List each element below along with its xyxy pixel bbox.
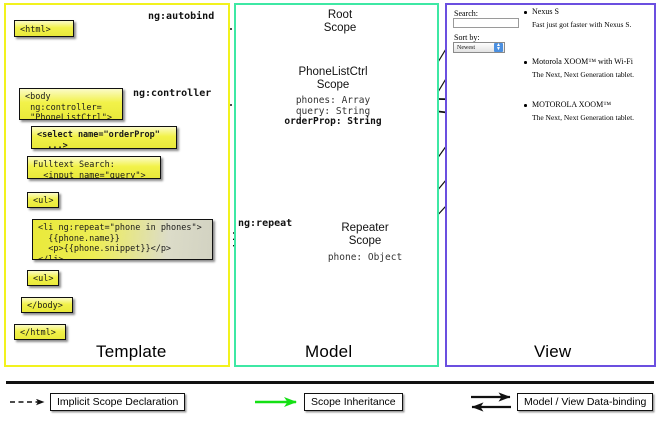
code-box-ul-open: <ul> <box>27 192 59 208</box>
list-item[interactable]: MOTOROLA XOOM™ The Next, Next Generation… <box>523 100 651 122</box>
list-item[interactable]: Nexus S Fast just got faster with Nexus … <box>523 7 651 29</box>
legend-implicit-scope-declaration: Implicit Scope Declaration <box>50 393 186 411</box>
panel-model <box>234 3 439 367</box>
panel-label-model: Model <box>305 342 353 361</box>
search-label: Search: <box>454 9 478 18</box>
legend-double-arrow-glyph <box>471 392 511 412</box>
chevron-updown-icon: ▲▼ <box>494 43 503 52</box>
legend-divider <box>6 381 654 384</box>
phone-name: MOTOROLA XOOM™ <box>523 100 651 109</box>
legend-model-view-data-binding: Model / View Data-binding <box>517 393 654 411</box>
code-box-select: <select name="orderProp" ...> <box>31 126 177 149</box>
panel-view <box>445 3 656 367</box>
code-box-body-open: <body ng:controller= "PhoneListCtrl"> <box>19 88 123 120</box>
view-rendered-output: Search: Sort by: Newest ▲▼ Nexus S Fast … <box>449 7 653 132</box>
code-box-html-open: <html> <box>14 20 74 37</box>
edge-label-repeat: ng:repeat <box>238 218 293 229</box>
edge-label-autobind: ng:autobind <box>148 11 215 22</box>
code-box-html-close: </html> <box>14 324 66 340</box>
phone-snippet: Fast just got faster with Nexus S. <box>532 20 632 29</box>
sort-by-label: Sort by: <box>454 33 480 42</box>
list-item[interactable]: Motorola XOOM™ with Wi-Fi The Next, Next… <box>523 57 651 79</box>
code-box-search: Fulltext Search: <input name="query"> <box>27 156 161 179</box>
phone-name: Nexus S <box>523 7 651 16</box>
sort-by-select[interactable]: Newest ▲▼ <box>453 42 505 53</box>
phone-snippet: The Next, Next Generation tablet. <box>532 113 635 122</box>
phone-name: Motorola XOOM™ with Wi-Fi <box>523 57 651 66</box>
panel-label-view: View <box>534 342 572 361</box>
code-box-ul-close: <ul> <box>27 270 59 286</box>
legend-scope-inheritance: Scope Inheritance <box>304 393 403 411</box>
phone-snippet: The Next, Next Generation tablet. <box>532 70 635 79</box>
panel-label-template: Template <box>96 342 167 361</box>
code-box-li-repeat: <li ng:repeat="phone in phones"> {{phone… <box>32 219 213 260</box>
search-input[interactable] <box>453 18 519 28</box>
edge-label-controller: ng:controller <box>133 88 212 99</box>
sort-by-selected-value: Newest <box>457 44 475 51</box>
code-box-body-close: </body> <box>21 297 73 313</box>
